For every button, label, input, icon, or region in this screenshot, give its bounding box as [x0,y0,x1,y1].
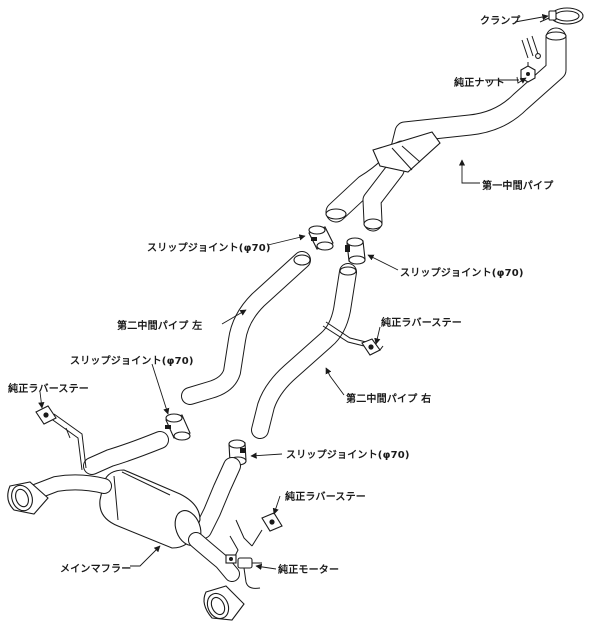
label-oem-motor: 純正モーター [278,565,340,576]
leader-lines [38,13,549,570]
second-mid-pipe-right [251,263,367,439]
muffler-inlet-left [83,431,241,539]
oem-nut [520,62,536,83]
label-oem-rubber-stay-1: 純正ラバーステー [381,318,462,329]
label-main-muffler: メインマフラー [60,564,132,575]
valve-linkage [225,519,253,564]
right-tail-and-tip [188,532,245,621]
label-oem-nut: 純正ナット [454,78,505,89]
first-mid-pipe [325,27,567,232]
label-slip-joint-3: スリップジョイント(φ70) [70,356,194,367]
oem-motor [237,557,262,589]
label-slip-joint-2: スリップジョイント(φ70) [400,268,524,279]
oem-rubber-stay-2 [35,405,87,471]
second-mid-pipe-left [181,251,311,405]
oem-rubber-stay-3 [251,512,283,547]
oem-rubber-stay-1 [361,338,384,356]
left-tail-and-tip [7,474,112,515]
clamp [539,7,584,41]
slip-joint-3 [165,413,191,441]
inlet-bolts [521,35,541,59]
label-oem-rubber-stay-3: 純正ラバーステー [285,492,366,503]
slip-joint-2 [345,237,366,265]
label-second-mid-pipe-left: 第二中間パイプ 左 [117,321,203,332]
label-first-mid-pipe: 第一中間パイプ [482,181,554,192]
label-slip-joint-4: スリップジョイント(φ70) [286,450,410,461]
label-oem-rubber-stay-2: 純正ラバーステー [8,384,89,395]
label-slip-joint-1: スリップジョイント(φ70) [147,243,271,254]
label-second-mid-pipe-right: 第二中間パイプ 右 [346,394,432,405]
label-clamp: クランプ [480,16,521,27]
slip-joint-1 [308,225,334,251]
